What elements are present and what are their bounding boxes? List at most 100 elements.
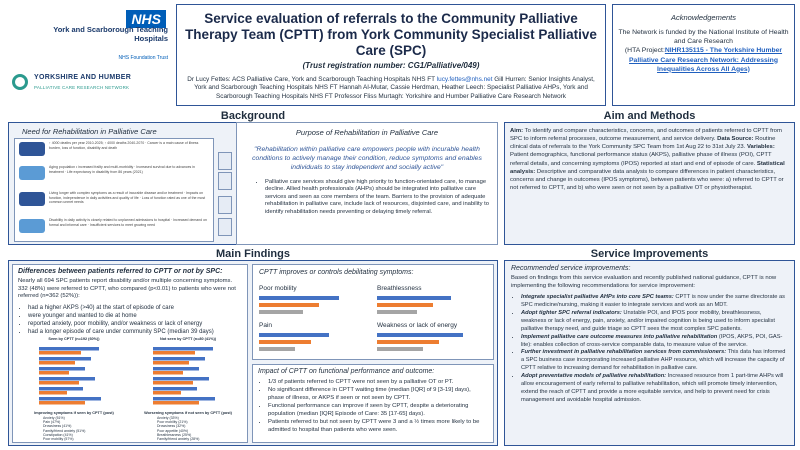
symptoms-icon [19, 192, 45, 206]
need-row-2: Aging population • increased frailty and… [49, 165, 195, 174]
symptom-bar [153, 371, 183, 375]
symptom-bar [39, 347, 99, 351]
findings-heading: Main Findings [216, 248, 290, 260]
authors-part-1: Dr Lucy Fettes: ACS Palliative Care, Yor… [187, 75, 437, 83]
left-legend-item: Pain (47%) [43, 420, 61, 425]
symptom-bar [153, 351, 195, 355]
service-item: Adopt tighter SPC referral indicators: U… [521, 310, 788, 334]
pain-bars [259, 333, 329, 351]
differences-panel: Differences between patients referred to… [12, 264, 248, 443]
purpose-bullets: Palliative care services should give hig… [255, 179, 489, 217]
service-item-text: This data has informed a SPC business ca… [521, 349, 786, 372]
right-legend-item: Poor mobility (21%) [157, 420, 188, 425]
difference-item: had a higher AKPS (>40) at the start of … [28, 304, 242, 312]
right-legend-item: Anxiety (33%) [157, 416, 179, 420]
impact-item: Functional performance can improve if se… [268, 403, 488, 419]
aim-label: Aim: [510, 128, 524, 134]
left-legend-item: Poor mobility (57%) [43, 436, 74, 441]
aims-heading: Aim and Methods [603, 110, 696, 122]
symptom-bar [153, 347, 213, 351]
authors-part-2: Gill Hurren: Senior Insights Analyst, Yo… [194, 75, 595, 100]
aging-icon [19, 166, 45, 180]
improves-panel: CPTT improves or controls debilitating s… [252, 264, 494, 360]
symptom-bar [39, 351, 81, 355]
acknowledgements-title: Acknowledgements [670, 13, 737, 22]
deaths-icon [19, 142, 45, 156]
yh-network-logo: YORKSHIRE AND HUMBER PALLIATIVE CARE RES… [8, 70, 168, 100]
network-subtitle: PALLIATIVE CARE RESEARCH NETWORK [34, 85, 130, 90]
authors: Dr Lucy Fettes: ACS Palliative Care, Yor… [177, 76, 605, 102]
recommendations-title: Recommended service improvements: [511, 265, 631, 272]
symptom-bar [39, 377, 95, 381]
statistics-text: Descriptive and comparative data analysi… [510, 168, 784, 191]
right-chart-caption: Worsening symptoms if not seen by CPTT (… [144, 411, 232, 415]
panel-label-pain: Pain [259, 322, 273, 329]
trust-name: York and Scarborough Teaching Hospitals [53, 25, 168, 43]
panel-label-mobility: Poor mobility [259, 285, 297, 292]
report-thumbnail-2 [218, 172, 232, 190]
service-item-text: Unstable POI, and IPOS poor mobility, br… [521, 310, 775, 332]
nhs-badge: NHS [126, 10, 166, 28]
symptom-panels-chart [259, 296, 463, 351]
network-name: YORKSHIRE AND HUMBER [34, 74, 132, 81]
right-legend-item: Breathlessness (25%) [157, 432, 192, 437]
symptom-bar [153, 377, 209, 381]
symptom-bar [39, 367, 85, 371]
need-row-4: Disability in daily activity is closely … [49, 218, 207, 227]
service-item-label: Implement palliative care outcome measur… [521, 333, 718, 340]
variables-label: Variables: [746, 144, 775, 151]
difference-item: were younger and wanted to die at home [28, 312, 242, 320]
service-item: Implement palliative care outcome measur… [521, 334, 788, 350]
panel-label-weakness: Weakness or lack of energy [377, 322, 458, 329]
background-heading: Background [220, 110, 286, 122]
impact-title: Impact of CPTT on functional performance… [258, 368, 435, 375]
registration-number: (Trust registration number: CG1/Palliati… [302, 60, 480, 70]
right-chart-title: Not seen by CPTT (n=80 (41%)) [159, 337, 216, 341]
left-legend: Anxiety (51%) Pain (47%) Drowsiness (41%… [43, 416, 123, 441]
difference-item: had a longer episode of care under commu… [28, 328, 242, 336]
service-item-label: Further investment in palliative rehabil… [521, 349, 727, 356]
project-prefix: (HTA Project: [624, 47, 665, 55]
aims-panel: Aim: To identify and compare characteris… [504, 122, 795, 245]
symptom-bar [39, 357, 91, 361]
disability-icon [19, 219, 45, 233]
nhs-trust-logo: NHS York and Scarborough Teaching Hospit… [8, 10, 168, 61]
need-row-1: ↑ 4000 deaths per year 2010-2025; ↑ 4000… [49, 141, 199, 150]
need-title: Need for Rehabilitation in Palliative Ca… [22, 127, 157, 136]
weakness-bars [377, 333, 463, 351]
right-legend-item: Family/friend anxiety (28%) [157, 436, 200, 441]
purpose-title: Purpose of Rehabilitation in Palliative … [295, 128, 439, 137]
service-item-text: CPTT is now under the same directorate a… [521, 294, 785, 309]
symptom-bar [39, 381, 79, 385]
project-link[interactable]: NIHR135115 - The Yorkshire Humber Pallia… [629, 47, 783, 73]
need-infographic: ↑ 4000 deaths per year 2010-2025; ↑ 4000… [14, 138, 214, 242]
network-mark-icon [12, 74, 28, 90]
need-row-3: Living longer with complex symptoms as a… [49, 191, 206, 205]
author-email-link[interactable]: lucy.fettes@nhs.net [436, 75, 493, 83]
service-item-label: Integrate specialist palliative AHPs int… [521, 294, 674, 301]
service-intro: Based on findings from this service eval… [511, 275, 777, 289]
right-legend: Anxiety (33%) Poor mobility (21%) Drowsi… [157, 416, 237, 441]
service-item: Further investment in palliative rehabil… [521, 349, 788, 373]
left-symptom-bars [39, 347, 101, 405]
differences-text: Nearly all 694 SPC patients report disab… [18, 278, 236, 300]
purpose-panel: Purpose of Rehabilitation in Palliative … [236, 122, 498, 245]
report-thumbnail-3 [218, 196, 232, 214]
symptom-bar [39, 397, 101, 401]
rehab-quote: "Rehabilitation within palliative care e… [252, 146, 482, 172]
left-chart-title: Seen by CPTT (n=192 (60%)) [48, 337, 100, 341]
symptom-bar [153, 401, 199, 405]
left-legend-item: Anxiety (51%) [43, 416, 65, 420]
symptom-bar [39, 371, 69, 375]
right-legend-item: Drowsiness (32%) [157, 424, 186, 429]
right-legend-item: Poor appetite (40%) [157, 428, 189, 433]
symptom-bar [153, 387, 197, 391]
variables-text: Patient demographics, functional perform… [510, 152, 772, 167]
impact-item: No significant difference in CPTT waitin… [268, 387, 488, 403]
differences-bullets: had a higher AKPS (>40) at the start of … [18, 304, 242, 336]
left-legend-item: Family/friend anxiety (51%) [43, 428, 86, 433]
symptom-change-charts [39, 347, 215, 405]
right-symptom-bars [153, 347, 215, 405]
symptom-bar [153, 361, 189, 365]
service-item-text: Increased resource from 1 part-time AHPs… [521, 372, 784, 403]
